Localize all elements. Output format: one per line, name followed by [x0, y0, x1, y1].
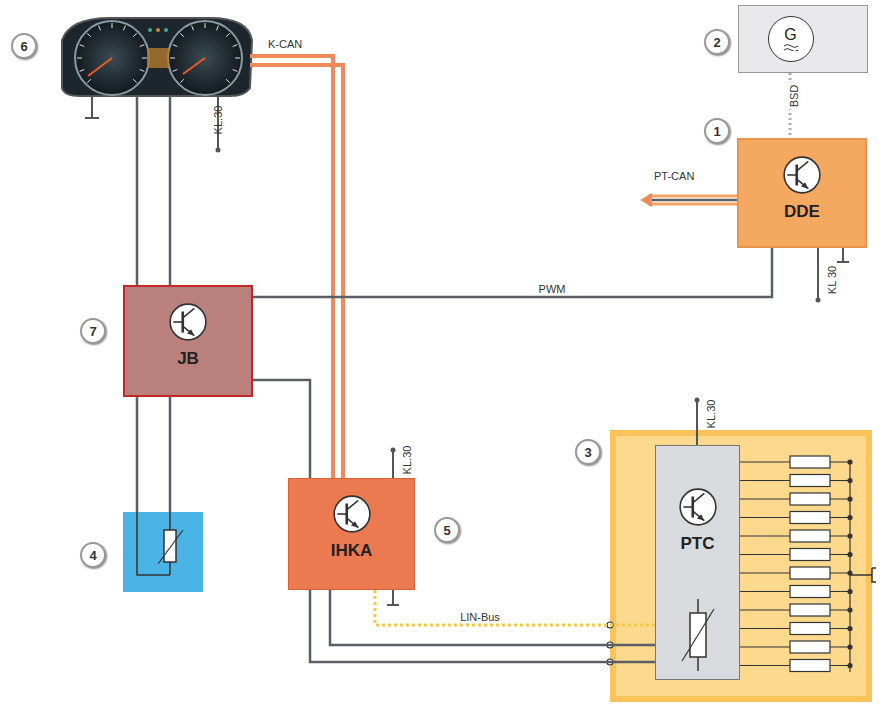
- generator-box: G: [738, 5, 868, 73]
- callout-number: 5: [434, 517, 460, 543]
- wire-connector: [253, 380, 655, 662]
- signal-label: K-CAN: [268, 38, 302, 50]
- signal-label: KL.30: [212, 106, 224, 135]
- callout-number: 7: [80, 318, 106, 344]
- temperature-sensor: [123, 512, 203, 592]
- signal-label: PT-CAN: [654, 170, 694, 182]
- control-unit-box: IHKA: [288, 478, 415, 590]
- wire-connector: [253, 248, 772, 297]
- control-unit-box: JB: [123, 285, 253, 397]
- instrument-cluster: [62, 18, 252, 118]
- wave-mark: [783, 43, 799, 51]
- callout-number: 6: [11, 33, 37, 59]
- control-unit-box: DDE: [737, 138, 867, 248]
- wire-connector: [330, 590, 655, 645]
- node-text: JB: [177, 349, 199, 369]
- callout-number: 4: [80, 542, 106, 568]
- node-text: DDE: [784, 202, 820, 222]
- transistor-symbol: [167, 301, 209, 343]
- signal-label: KL.30: [705, 400, 717, 429]
- generator-symbol: G: [768, 16, 814, 62]
- node-text: PTC: [681, 534, 715, 554]
- signal-label: BSD: [788, 83, 800, 110]
- signal-label: KL.30: [401, 446, 413, 475]
- callout-number: 3: [575, 439, 601, 465]
- wire-connector: [375, 590, 655, 625]
- transistor-symbol: [677, 486, 719, 528]
- signal-label: PWM: [537, 283, 568, 295]
- control-unit-box: PTC: [655, 445, 740, 680]
- callout-number: 2: [704, 29, 730, 55]
- thermistor-symbol: [676, 599, 722, 671]
- signal-label: KL 30: [826, 266, 838, 294]
- ptc-heater-housing: [607, 398, 876, 703]
- transistor-symbol: [331, 493, 373, 535]
- signal-label: LIN-Bus: [458, 611, 502, 623]
- transistor-symbol: [781, 154, 823, 196]
- node-text: IHKA: [331, 541, 373, 561]
- callout-number: 1: [704, 118, 730, 144]
- node-text: G: [784, 27, 796, 43]
